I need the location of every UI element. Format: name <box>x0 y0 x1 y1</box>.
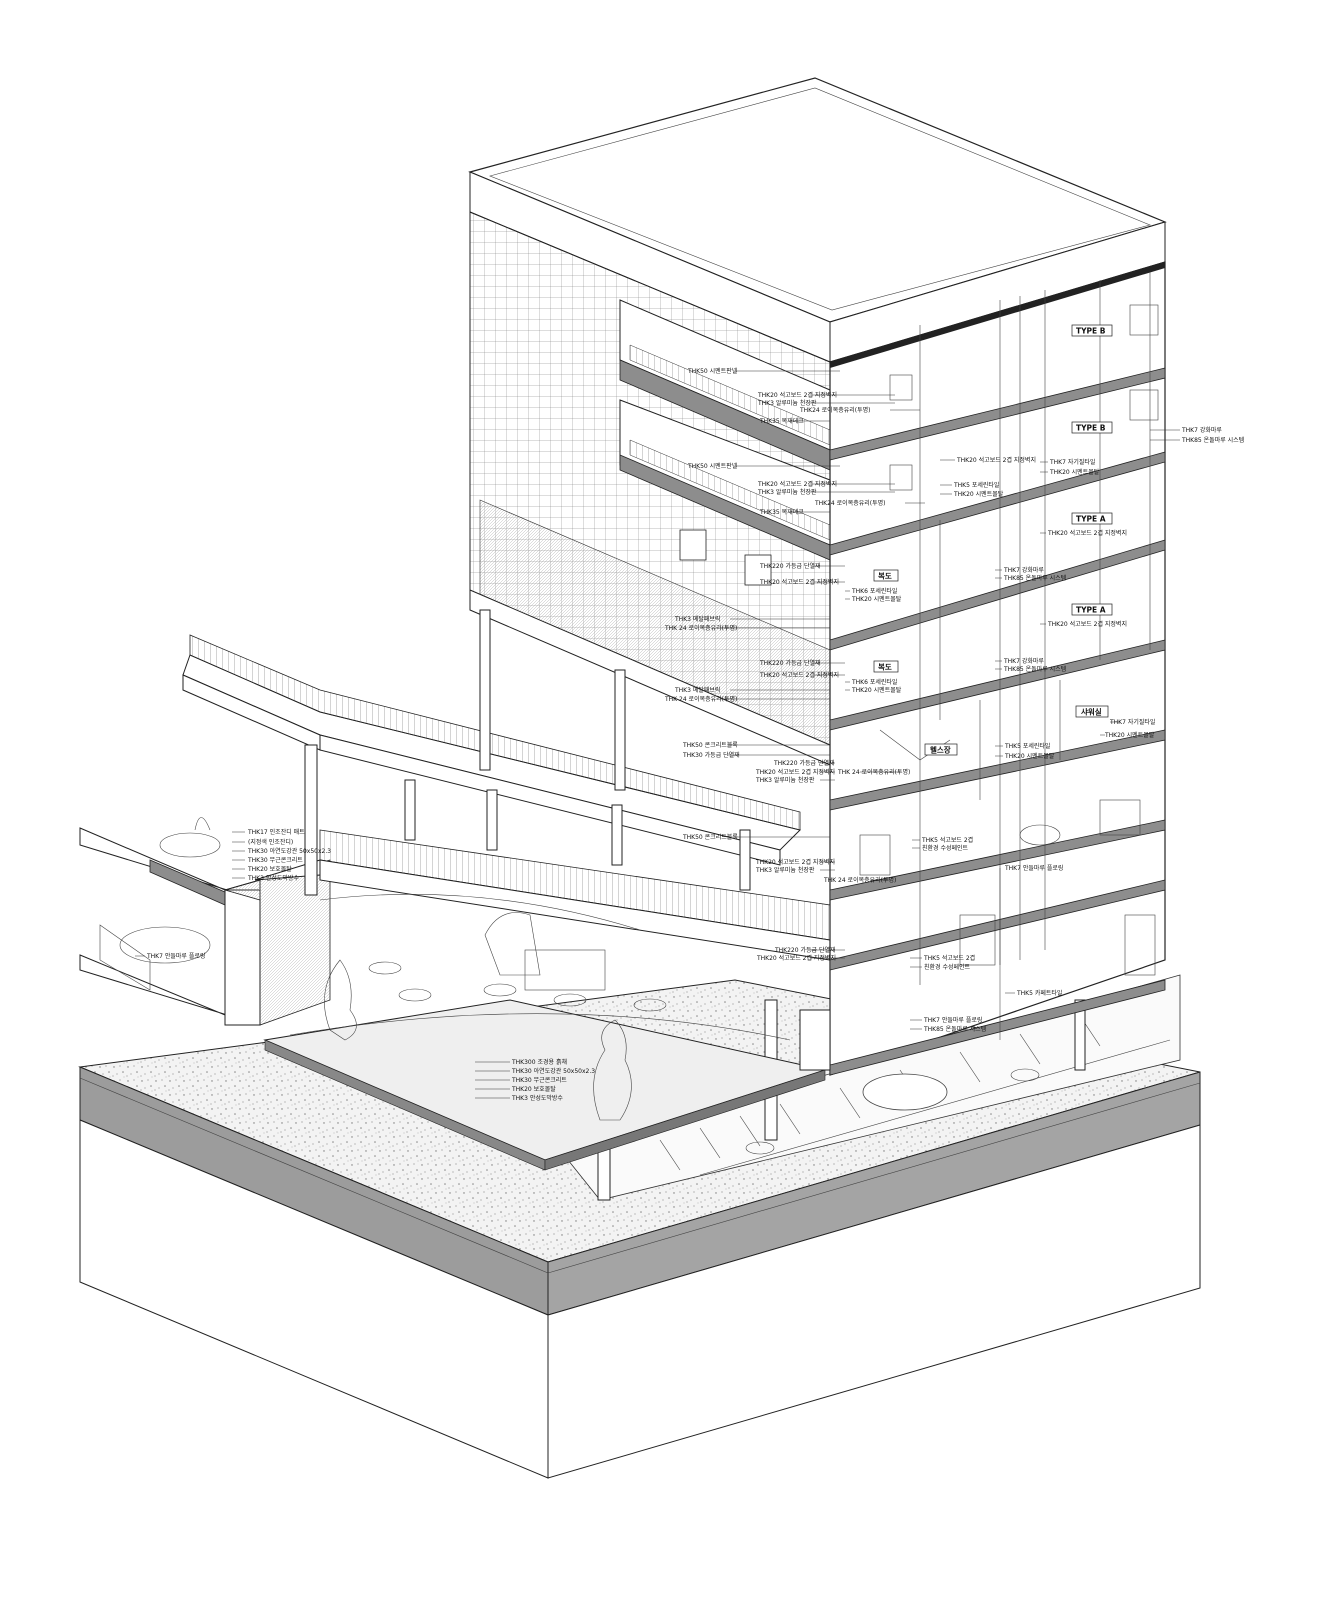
callout-label: THK3 안성도막방수 <box>247 874 299 882</box>
callout-label: THK3 알루미늄 천장판 <box>757 399 817 407</box>
callout-label: THK20 석고보드 2겹 지정벽지 <box>756 954 836 962</box>
callout-label: THK24 로이복층유리(투명) <box>814 499 886 507</box>
callout-label: THK220 가등급 단열재 <box>774 946 836 954</box>
callout-label: THK24 로이복층유리(투명) <box>799 406 871 414</box>
callout-label: THK220 가등급 단열재 <box>759 562 821 570</box>
callout-label: THK300 조경용 흙채 <box>511 1058 567 1066</box>
callout-label: THK50 시멘트판넬 <box>687 367 738 375</box>
callout-label: THK20 석고보드 2겹 지정벽지 <box>755 768 835 776</box>
callout-label: THK7 안들마루 플로링 <box>923 1016 982 1024</box>
callout-label: THK7 강화마루 <box>1181 426 1222 434</box>
callout-label: THK6 포세린타일 <box>851 678 897 686</box>
callout-label: THK 24 로이복층유리(투명) <box>837 768 910 776</box>
callout-label: THK20 시멘트몰탈 <box>953 490 1004 498</box>
callout-label: THK7 안들마루 플로링 <box>1004 864 1063 872</box>
room-type-a-upper: TYPE A <box>1076 515 1106 524</box>
callout-label: THK30 아연도강관 50x50x2.3 <box>247 847 331 855</box>
callout-label: THK20 보호몰탈 <box>511 1085 556 1093</box>
tower <box>468 77 1167 1076</box>
callout-label: THK20 시멘트몰탈 <box>1104 731 1155 739</box>
callout-label: THK7 강화마루 <box>1003 657 1044 665</box>
callout-label: THK35 목재데크 <box>759 417 804 425</box>
callout-label: 친환경 수성페인트 <box>924 963 971 971</box>
callout-label: THK5 포세린타일 <box>1004 742 1050 750</box>
callout-label: THK20 석고보드 2겹 지정벽지 <box>956 456 1036 464</box>
left-annex <box>79 817 331 1026</box>
callout-label: THK3 알루미늄 천장판 <box>755 866 815 874</box>
courtyard <box>263 912 827 1171</box>
callout-label: THK3 알루미늄 천장판 <box>757 488 817 496</box>
callout-label: THK20 석고보드 2겹 지정벽지 <box>1047 529 1127 537</box>
callout-label: THK 24 로이복층유리(투명) <box>823 876 896 884</box>
callout-label: (지정색 인조잔디) <box>248 838 293 846</box>
callout-label: THK85 온돌마루 시스템 <box>1003 665 1066 673</box>
callout-label: THK220 가등급 단열재 <box>773 759 835 767</box>
room-shower: 샤워실 <box>1081 707 1102 717</box>
callout-label: THK20 석고보드 2겹 지정벽지 <box>759 671 839 679</box>
callout-label: THK30 무근콘크리트 <box>247 856 303 864</box>
room-type-b-upper: TYPE B <box>1076 327 1106 336</box>
interior-walls <box>919 272 1151 985</box>
callout-label: THK3 메탈패브릭 <box>674 686 720 694</box>
callout-label: THK20 시멘트몰탈 <box>851 686 902 694</box>
basement-parking <box>559 974 1181 1201</box>
callout-label: THK20 보호몰탈 <box>247 865 292 873</box>
callout-label: THK220 가등급 단열재 <box>759 659 821 667</box>
room-type-a-lower: TYPE A <box>1076 606 1106 615</box>
callout-label: THK6 포세린타일 <box>851 587 897 595</box>
callout-label: THK20 석고보드 2겹 지정벽지 <box>755 858 835 866</box>
callout-label: THK50 시멘트판넬 <box>687 462 738 470</box>
callout-label: THK3 메탈패브릭 <box>674 615 720 623</box>
callout-label: THK20 석고보드 2겹 지정벽지 <box>757 480 837 488</box>
callout-label: THK30 가등급 단열재 <box>682 751 740 759</box>
room-gym: 헬스장 <box>930 745 951 755</box>
callout-label: THK85 온돌마루 시스템 <box>1181 436 1244 444</box>
room-corridor-upper: 복도 <box>878 571 892 581</box>
callout-label: THK5 석고보드 2겹 <box>923 954 975 962</box>
callout-label: THK30 아연도강관 50x50x2.3 <box>511 1067 595 1075</box>
callout-label: THK20 석고보드 2겹 지정벽지 <box>759 578 839 586</box>
callout-label: THK17 인조잔디 매트 <box>247 828 305 836</box>
room-tags: TYPE B TYPE B TYPE A TYPE A 복도 복도 샤워실 헬스… <box>873 324 1113 756</box>
room-type-b-lower: TYPE B <box>1076 424 1106 433</box>
callout-label: THK 24 로이복층유리(투명) <box>664 624 737 632</box>
ramps <box>182 634 831 961</box>
callout-label: THK5 포세린타일 <box>953 481 999 489</box>
callout-label: THK50 콘크리트블록 <box>682 741 738 749</box>
callout-label: THK5 카페트타일 <box>1016 989 1062 997</box>
callout-label: THK5 석고보드 2겹 <box>921 836 973 844</box>
callout-label: THK20 석고보드 2겹 지정벽지 <box>757 391 837 399</box>
room-corridor-lower: 복도 <box>878 662 892 672</box>
callout-label: THK85 온돌마루 시스템 <box>1003 574 1066 582</box>
floor-slabs <box>829 262 1166 1076</box>
ground-base-right <box>547 1124 1201 1479</box>
cafe-furniture <box>368 912 667 1012</box>
callout-label: THK7 강화마루 <box>1003 566 1044 574</box>
callout-label: THK20 시멘트몰탈 <box>1049 468 1100 476</box>
callout-label: THK50 콘크리트블록 <box>682 833 738 841</box>
callout-label: THK20 시멘트몰탈 <box>851 595 902 603</box>
parked-car <box>862 1073 948 1111</box>
callout-label: THK7 안들마루 플로링 <box>146 952 205 960</box>
callout-label: THK3 알루미늄 천장판 <box>755 776 815 784</box>
callout-label: THK35 목재데크 <box>759 508 804 516</box>
callout-label: THK20 시멘트몰탈 <box>1004 752 1055 760</box>
callout-label: THK20 석고보드 2겹 지정벽지 <box>1047 620 1127 628</box>
callout-label: THK7 자기질타일 <box>1109 718 1155 726</box>
callout-label: 친환경 수성페인트 <box>922 844 969 852</box>
callout-label: THK7 자기질타일 <box>1049 458 1095 466</box>
callout-label: THK30 무근콘크리트 <box>511 1076 567 1084</box>
callout-label: THK 24 로이복층유리(투명) <box>664 695 737 703</box>
material-callouts: THK50 시멘트판넬 THK20 석고보드 2겹 지정벽지 THK3 알루미늄… <box>135 367 1244 1102</box>
callout-label: THK85 온돌마루 시스템 <box>923 1025 986 1033</box>
callout-label: THK3 안성도막방수 <box>511 1094 563 1102</box>
